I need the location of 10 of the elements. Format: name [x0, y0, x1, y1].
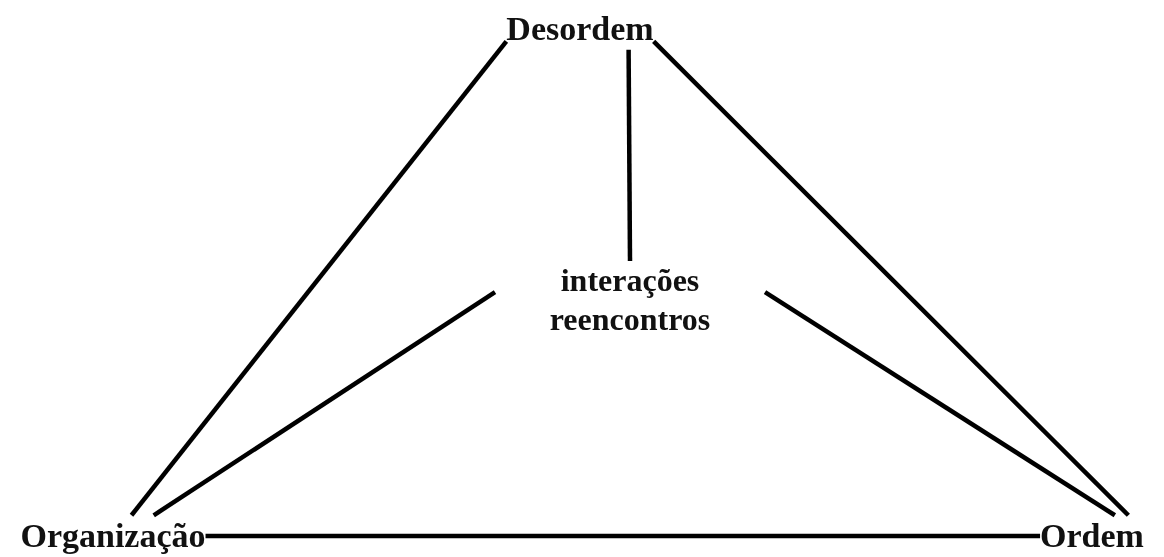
connector-line: [152, 290, 497, 518]
concept-label: Ordem: [1040, 515, 1144, 557]
concept-label: interações reencontros: [495, 260, 765, 340]
connector-line: [129, 40, 509, 517]
concept-label: Desordem: [506, 8, 654, 50]
connector-line: [205, 533, 1041, 539]
connector-line: [763, 290, 1117, 518]
concept-label: Organização: [20, 515, 206, 557]
connector-line: [626, 49, 633, 261]
connector-line: [652, 39, 1130, 517]
